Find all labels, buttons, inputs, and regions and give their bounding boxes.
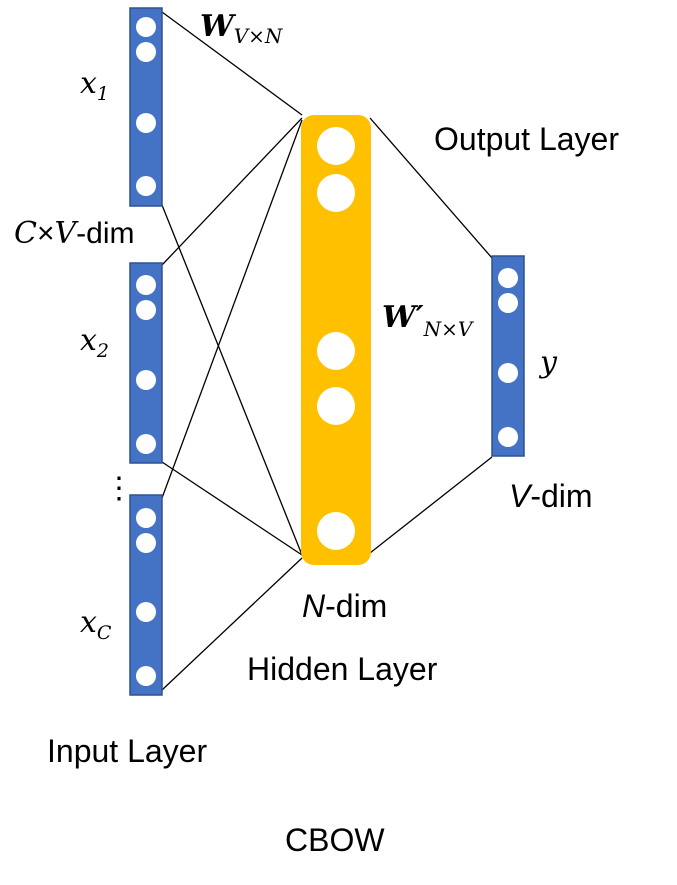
input-vector-x1 xyxy=(129,7,163,207)
node xyxy=(136,17,156,37)
node xyxy=(317,174,355,212)
label-hidden-layer: Hidden Layer xyxy=(247,651,438,687)
node xyxy=(136,113,156,133)
node xyxy=(136,508,156,528)
label-hidden-dim: N-dim xyxy=(302,588,387,624)
node xyxy=(136,434,156,454)
node xyxy=(136,176,156,196)
line-x2-top-to-hidden xyxy=(161,117,303,266)
ellipsis-vertical: ⋮ xyxy=(104,472,134,505)
line-xc-top-to-hidden xyxy=(161,119,303,499)
node xyxy=(498,427,518,447)
label-xc: xC xyxy=(80,605,112,644)
node xyxy=(317,512,355,550)
node xyxy=(136,275,156,295)
hidden-layer-vector xyxy=(301,115,371,565)
label-weight-input: WV×N xyxy=(200,9,284,48)
label-x2: x2 xyxy=(80,323,109,362)
label-input-layer: Input Layer xyxy=(47,733,207,769)
line-x1-top-to-hidden xyxy=(161,11,303,116)
node xyxy=(317,387,355,425)
node xyxy=(498,268,518,288)
node xyxy=(317,127,355,165)
input-bar-x2 xyxy=(129,262,163,464)
label-input-dim: C×V-dim xyxy=(14,216,135,251)
label-weight-output: W′N×V xyxy=(382,300,475,341)
output-vector-y xyxy=(491,255,525,457)
node xyxy=(136,533,156,553)
line-x1-bottom-to-hidden xyxy=(161,204,303,556)
node xyxy=(136,602,156,622)
label-output-dim: V-dim xyxy=(509,478,593,514)
node xyxy=(498,293,518,313)
node xyxy=(136,666,156,686)
connection-lines xyxy=(161,11,493,691)
node xyxy=(136,370,156,390)
label-y: y xyxy=(538,345,558,380)
node xyxy=(136,42,156,62)
node xyxy=(136,300,156,320)
line-hidden-bottom-to-output xyxy=(369,456,493,554)
label-x1: x1 xyxy=(80,66,109,105)
node xyxy=(498,363,518,383)
caption: CBOW xyxy=(285,822,385,858)
input-bar-x1 xyxy=(129,7,163,207)
line-hidden-top-to-output xyxy=(369,117,493,259)
input-bar-xc xyxy=(129,494,163,696)
output-bar xyxy=(491,255,525,457)
line-xc-bottom-to-hidden xyxy=(161,557,303,691)
line-x2-bottom-to-hidden xyxy=(161,461,303,556)
label-output-layer: Output Layer xyxy=(434,121,619,157)
node xyxy=(317,332,355,370)
input-vector-x2 xyxy=(129,262,163,464)
input-vector-xc xyxy=(129,494,163,696)
